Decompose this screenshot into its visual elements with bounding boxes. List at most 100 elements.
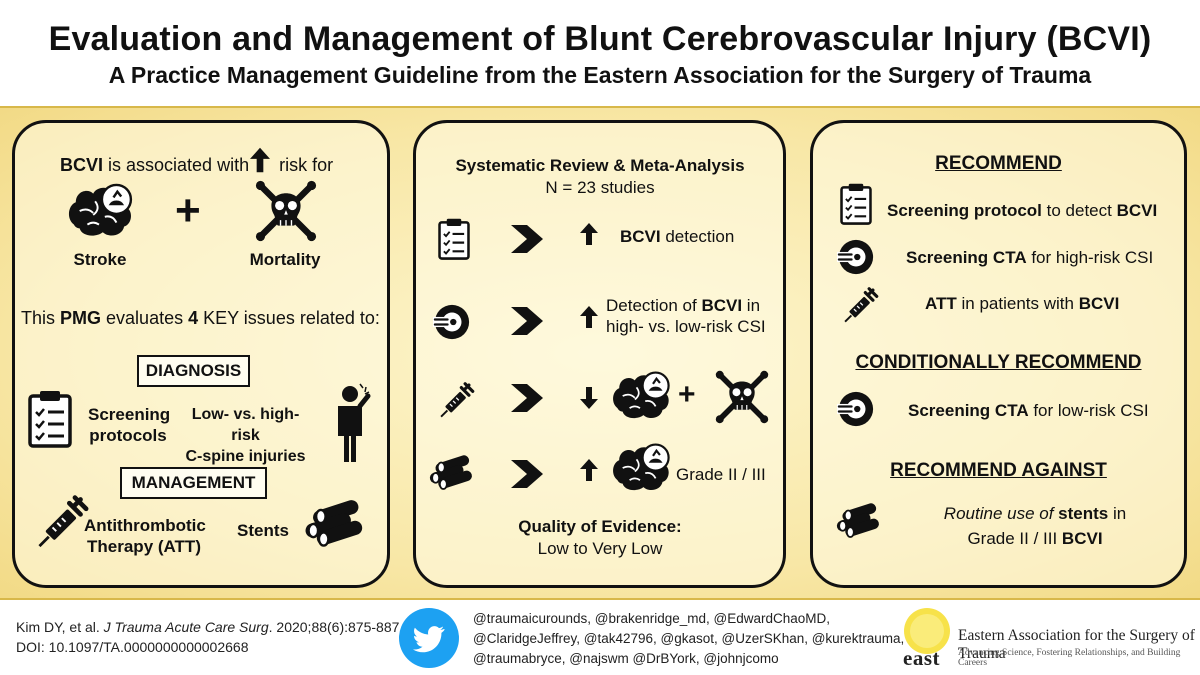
plus-sign: + xyxy=(678,378,696,411)
studies-count: N = 23 studies xyxy=(545,178,655,197)
grade-text: Grade II / III xyxy=(676,465,766,484)
header: Evaluation and Management of Blunt Cereb… xyxy=(0,0,1200,106)
clipboard-icon xyxy=(28,389,72,448)
brain-icon xyxy=(67,183,133,237)
stents-icon xyxy=(427,453,475,491)
stroke-label: Stroke xyxy=(73,250,127,269)
stents-bold: stents xyxy=(1058,504,1109,523)
clipboard-icon xyxy=(438,217,470,260)
rec-text: in patients with xyxy=(956,294,1079,313)
citation-volume: . 2020;88(6):875-887. xyxy=(268,619,404,635)
rec-bold: ATT xyxy=(925,294,957,313)
syringe-icon xyxy=(843,287,879,324)
organization-tagline: Advancing Science, Fostering Relationshi… xyxy=(958,648,1181,668)
brain-icon xyxy=(611,443,670,492)
citation: Kim DY, et al. J Trauma Acute Care Surg.… xyxy=(16,617,403,657)
citation-authors: Kim DY, et al. xyxy=(16,619,104,635)
mortality-label: Mortality xyxy=(249,250,321,269)
screening-protocols-label: Screening protocols xyxy=(88,404,171,446)
ct-scanner-icon xyxy=(835,238,875,276)
against-italic: Routine use of xyxy=(943,504,1059,523)
pmg-statement: This PMG evaluates 4 KEY issues related … xyxy=(21,308,381,329)
neck-pain-person-icon xyxy=(338,383,371,462)
att-line-2: Therapy (ATT) xyxy=(87,537,201,556)
diagnosis-box: DIAGNOSIS xyxy=(137,355,250,387)
bcvi-label: BCVI xyxy=(1078,294,1120,313)
skull-crossbones-icon xyxy=(255,180,317,242)
bcvi-label: BCVI xyxy=(620,227,661,246)
pmg-bold: PMG xyxy=(60,308,102,328)
recommendation-att: ATT in patients with BCVI xyxy=(925,293,1119,314)
up-arrow-icon xyxy=(580,306,598,328)
rec-bold: Screening CTA xyxy=(908,401,1029,420)
recommend-heading: RECOMMEND xyxy=(935,153,1062,174)
against-routine-stents: Routine use of stents in Grade II / III … xyxy=(890,503,1180,549)
quality-of-evidence-title: Quality of Evidence: xyxy=(518,517,682,536)
handles-line-2: @ClaridgeJeffrey, @tak42796, @gkasot, @U… xyxy=(473,631,905,646)
pmg-text: This xyxy=(21,308,61,328)
row-csi-text: Detection of BCVI in high- vs. low-risk … xyxy=(606,295,786,337)
detection-text: detection xyxy=(660,227,735,246)
risk-text-end: risk for xyxy=(274,155,334,175)
rec-text: for low-risk CSI xyxy=(1028,401,1149,420)
bcvi-label: BCVI xyxy=(701,296,743,315)
twitter-handles: @traumaicurounds, @brakenridge_md, @Edwa… xyxy=(473,609,904,669)
management-box: MANAGEMENT xyxy=(120,467,267,499)
conditional-cta-low-risk: Screening CTA for low-risk CSI xyxy=(908,400,1149,421)
syringe-icon xyxy=(32,492,88,548)
detection-text: in xyxy=(742,296,761,315)
quality-of-evidence-value: Low to Very Low xyxy=(537,539,663,558)
east-sun-logo-icon xyxy=(904,608,950,654)
page-title: Evaluation and Management of Blunt Cereb… xyxy=(48,20,1152,58)
chevron-right-icon xyxy=(511,384,543,412)
east-wordmark: east xyxy=(903,646,940,670)
bcvi-label: BCVI xyxy=(60,155,104,175)
screening-line-2: protocols xyxy=(89,426,167,445)
citation-doi[interactable]: DOI: 10.1097/TA.0000000000002668 xyxy=(16,639,249,655)
recommend-against-heading: RECOMMEND AGAINST xyxy=(890,460,1107,481)
chevron-right-icon xyxy=(511,460,543,488)
ct-scanner-icon xyxy=(431,303,471,341)
detection-text: Detection of xyxy=(606,296,702,315)
att-line-1: Antithrombotic xyxy=(84,516,206,535)
conditionally-recommend-heading: CONDITIONALLY RECOMMEND xyxy=(855,352,1142,373)
handles-line-3: @traumabryce, @najswm @DrBYork, @johnjco… xyxy=(473,651,779,666)
up-arrow-icon xyxy=(250,147,270,173)
down-arrow-icon xyxy=(580,387,598,409)
stents-icon xyxy=(302,497,366,549)
handles-line-1: @traumaicurounds, @brakenridge_md, @Edwa… xyxy=(473,611,831,626)
syringe-icon xyxy=(439,382,475,419)
rec-bold: Screening protocol xyxy=(887,201,1042,220)
stents-label: Stents xyxy=(237,521,289,540)
bcvi-label: BCVI xyxy=(1116,201,1158,220)
screening-line-1: Screening xyxy=(88,405,171,424)
citation-journal: J Trauma Acute Care Surg xyxy=(103,619,269,635)
csi-line-1: Low- vs. high-risk xyxy=(191,406,300,444)
pmg-text: KEY issues related to: xyxy=(198,308,380,328)
bcvi-label: BCVI xyxy=(1061,529,1103,548)
pmg-count: 4 xyxy=(188,308,199,328)
panel-background xyxy=(413,120,786,588)
risk-text: is associated with xyxy=(103,155,255,175)
ct-scanner-icon xyxy=(835,390,875,428)
against-grade: Grade II / III xyxy=(967,529,1062,548)
page-subtitle: A Practice Management Guideline from the… xyxy=(108,62,1092,88)
stents-icon xyxy=(834,501,882,539)
review-title: Systematic Review & Meta-Analysis xyxy=(455,156,745,175)
up-arrow-icon xyxy=(580,459,598,481)
twitter-icon[interactable] xyxy=(398,607,460,669)
att-label: Antithrombotic Therapy (ATT) xyxy=(84,515,206,557)
brain-icon xyxy=(611,371,670,420)
organization-name: Eastern Association for the Surgery of T… xyxy=(958,627,1195,662)
rec-bold: Screening CTA xyxy=(906,248,1027,267)
skull-crossbones-icon xyxy=(715,370,769,424)
risk-statement: BCVI is associated with risk for xyxy=(60,155,350,176)
csi-comparison-text: high- vs. low-risk CSI xyxy=(606,317,766,336)
up-arrow-icon xyxy=(580,223,598,245)
row-detection-text: BCVI detection xyxy=(620,226,734,247)
footer xyxy=(0,602,1200,675)
clipboard-icon xyxy=(840,182,872,225)
rec-text: for high-risk CSI xyxy=(1026,248,1154,267)
chevron-right-icon xyxy=(511,307,543,335)
recommendation-screening-protocol: Screening protocol to detect BCVI xyxy=(887,200,1157,221)
